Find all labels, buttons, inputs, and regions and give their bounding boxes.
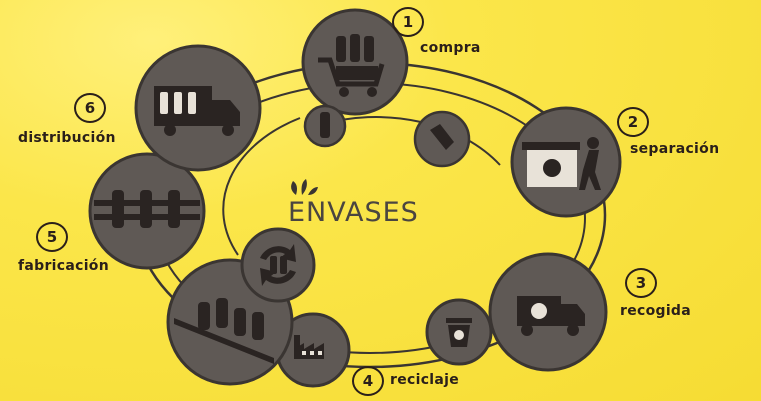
recycle-arrows-circle[interactable] xyxy=(240,227,316,303)
person-sorting-bin-icon xyxy=(522,137,601,190)
step-label-compra: compra xyxy=(420,40,481,56)
step-number-6: 6 xyxy=(74,93,106,123)
step-number-4: 4 xyxy=(352,366,384,396)
step-recogida-circle[interactable] xyxy=(488,252,608,372)
inner-arc xyxy=(222,117,301,256)
recycle-arrows-icon xyxy=(260,244,296,286)
inner-arc-top xyxy=(319,116,501,166)
step-separacion-circle[interactable] xyxy=(510,106,622,218)
bottle-rack-icon xyxy=(94,190,200,228)
recycling-plant-icon xyxy=(294,335,324,359)
crushed-bottle-small-circle xyxy=(413,110,471,168)
step-label-distribucion: distribución xyxy=(18,130,116,146)
bottle-production-line-icon xyxy=(174,298,274,364)
diagram-title: ENVASES xyxy=(288,197,419,228)
step-number-3: 3 xyxy=(625,268,657,298)
step-fabrica-circle[interactable] xyxy=(88,152,206,270)
step-label-separacion: separación xyxy=(630,141,720,157)
step-number-1: 1 xyxy=(392,7,424,37)
step-label-recogida: recogida xyxy=(620,303,692,319)
step-compra-circle[interactable] xyxy=(301,8,409,116)
recycling-truck-icon xyxy=(517,296,585,336)
step-label-fabricacion: fabricación xyxy=(18,258,109,274)
recycle-bin-icon xyxy=(446,318,472,347)
shopping-cart-icon xyxy=(318,34,385,97)
delivery-truck-icon xyxy=(154,86,240,136)
leaf-icon xyxy=(291,179,318,195)
step-number-5: 5 xyxy=(36,222,68,252)
step-label-reciclaje: reciclaje xyxy=(390,372,460,388)
bottle-small-circle xyxy=(303,104,347,148)
step-distribucion-circle[interactable] xyxy=(134,44,262,172)
step-number-2: 2 xyxy=(617,107,649,137)
step-reciclaje-bin-circle[interactable] xyxy=(425,298,493,366)
step-reciclaje-factory-circle[interactable] xyxy=(275,312,351,388)
bottle-icon xyxy=(320,112,330,138)
crushed-bottle-icon xyxy=(430,124,454,150)
